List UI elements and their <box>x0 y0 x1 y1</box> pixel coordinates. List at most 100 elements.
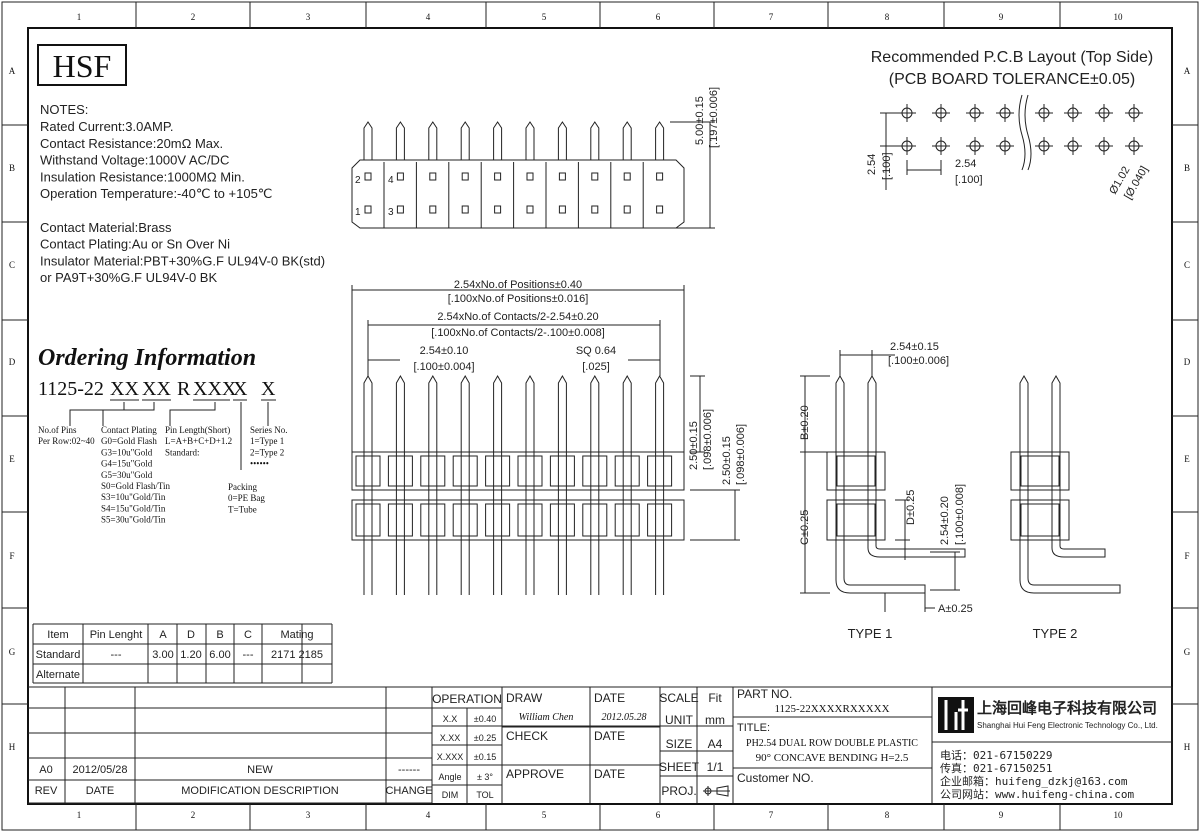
pin-square <box>494 172 502 181</box>
pin <box>525 121 535 160</box>
note-line: or PA9T+30%G.F UL94V-0 BK <box>40 270 217 285</box>
top-view <box>351 121 715 229</box>
column-label: 1 <box>77 810 82 820</box>
legend-line: Packing <box>228 482 257 492</box>
row-label: F <box>1184 551 1189 561</box>
hole-centerline <box>932 137 950 155</box>
note-line: Contact Material:Brass <box>40 220 172 235</box>
tolerance-dim: DIM <box>442 790 459 800</box>
ordering-code: X <box>233 378 248 400</box>
table-cell: Standard <box>36 649 81 661</box>
row-label: H <box>9 742 16 752</box>
dimension-text: A±0.25 <box>938 603 973 615</box>
housing-cell <box>387 455 413 487</box>
hole-centerline <box>1095 104 1113 122</box>
type2-label: TYPE 2 <box>1033 626 1078 641</box>
table-header: A <box>159 629 167 641</box>
column-label: 7 <box>769 12 774 22</box>
column-label: 6 <box>656 12 661 22</box>
hole-centerline <box>1035 137 1053 155</box>
legend-line: 2=Type 2 <box>250 447 284 457</box>
pin <box>493 374 503 595</box>
pcb-dim: 2.54 <box>955 158 976 170</box>
pin <box>525 374 535 595</box>
height-dim: [.197±0.006] <box>708 87 720 148</box>
legend-line: G3=10u"Gold <box>101 447 153 457</box>
note-line: Operation Temperature:-40℃ to +105℃ <box>40 186 272 201</box>
pin-square <box>429 205 437 214</box>
column-label: 9 <box>999 12 1004 22</box>
pin-square <box>623 172 631 181</box>
housing-inner <box>836 455 876 487</box>
pin-square <box>558 205 566 214</box>
title-block-text: 传真：021-67150251 <box>940 761 1052 775</box>
title-block-text: PART NO. <box>737 687 792 701</box>
pin-square <box>429 172 437 181</box>
housing-inner <box>1020 503 1060 537</box>
bent-pin <box>1019 540 1121 594</box>
dimension-text: B±0.20 <box>799 405 811 440</box>
title-block-text: mm <box>705 713 725 727</box>
bent-pin <box>1051 540 1106 558</box>
revision-cell: ------ <box>398 764 420 776</box>
housing-inner <box>836 503 876 537</box>
title-block-text: William Chen <box>519 712 574 723</box>
pin-square <box>461 205 469 214</box>
pin <box>622 374 632 595</box>
housing-cell <box>549 503 575 537</box>
legend-line: T=Tube <box>228 504 257 514</box>
pin-square <box>364 205 372 214</box>
title-block-text: SIZE <box>666 737 693 751</box>
tolerance-value: ±0.15 <box>474 752 496 762</box>
pin-square <box>656 172 664 181</box>
legend-line: Pin Length(Short) <box>165 425 230 435</box>
projection-symbol-icon <box>703 785 730 797</box>
pin <box>428 121 438 160</box>
dimension-text: C±0.25 <box>799 510 811 545</box>
table-cell: Alternate <box>36 669 80 681</box>
pin-square <box>591 205 599 214</box>
column-label: 7 <box>769 810 774 820</box>
dimension-text: [.098±0.006] <box>702 409 714 470</box>
row-label: E <box>9 454 15 464</box>
housing-cell <box>582 503 608 537</box>
ordering-title: Ordering Information <box>38 345 256 371</box>
legend-line: •••••• <box>250 459 269 469</box>
title-block-text: 企业邮箱：huifeng_dzkj@163.com <box>940 774 1128 788</box>
tolerance-dim: X.X <box>443 714 458 724</box>
pin-label: 4 <box>388 175 394 186</box>
pin <box>590 121 600 160</box>
dimension-text: [.100xNo.of Contacts/2-.100±0.008] <box>431 327 605 339</box>
housing-cell <box>452 455 478 487</box>
hole-centerline <box>996 104 1014 122</box>
column-label: 2 <box>191 810 196 820</box>
legend-line: S5=30u"Gold/Tin <box>101 515 166 525</box>
note-line: Rated Current:3.0AMP. <box>40 119 173 134</box>
title-block-text: 2012.05.28 <box>602 712 647 723</box>
notes-title: NOTES: <box>40 102 88 117</box>
hole-centerline <box>1064 137 1082 155</box>
pin-label: 2 <box>355 175 361 186</box>
legend-line: Per Row:02~40 <box>38 436 95 446</box>
ordering-leaders <box>69 402 269 470</box>
housing <box>351 499 685 541</box>
table-header: Pin Lenght <box>90 629 143 641</box>
title-block-text: APPROVE <box>506 767 564 781</box>
title-block-text: 1125-22XXXXRXXXXX <box>774 703 889 715</box>
legend-line: No.of Pins <box>38 425 77 435</box>
pin <box>1019 374 1029 540</box>
ordering-code: XXX <box>193 378 237 400</box>
table-header: C <box>244 629 252 641</box>
column-label: 5 <box>542 12 547 22</box>
column-label: 4 <box>426 12 431 22</box>
front-dimensions: 2.54xNo.of Positions±0.40[.100xNo.of Pos… <box>351 279 747 541</box>
pin-label: 3 <box>388 207 394 218</box>
column-label: 1 <box>77 12 82 22</box>
ordering-code: R <box>177 378 191 400</box>
title-block-text: SCALE <box>659 691 698 705</box>
note-line: Withstand Voltage:1000V AC/DC <box>40 153 229 168</box>
housing-cell <box>387 503 413 537</box>
table-cell: 3.00 <box>152 649 173 661</box>
